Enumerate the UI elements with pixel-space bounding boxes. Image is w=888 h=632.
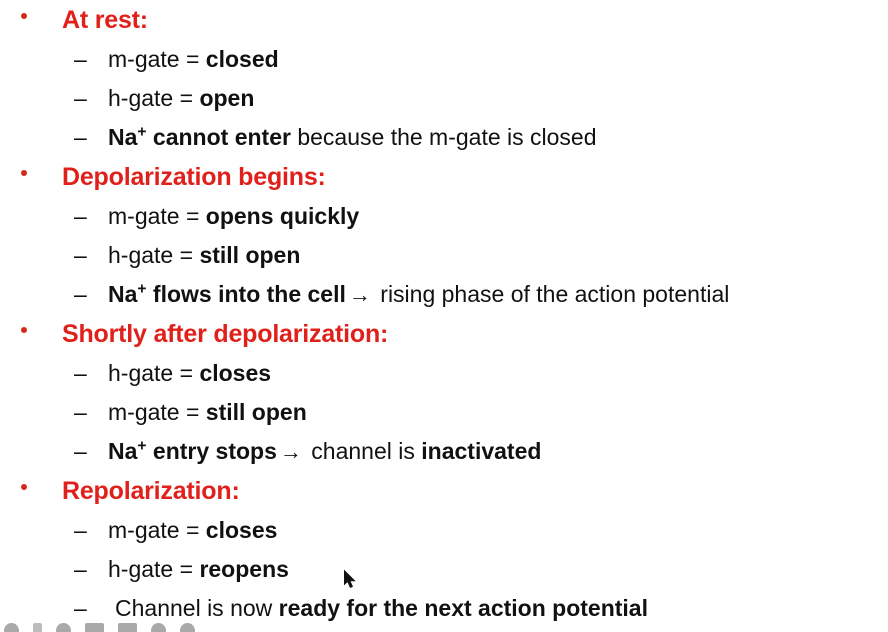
outline-sub-item: –m-gate = opens quickly (0, 197, 888, 236)
bullet-dot-icon (21, 170, 27, 176)
section-heading-text: Repolarization: (62, 477, 240, 505)
section-heading-row: At rest: (0, 0, 888, 40)
outline-section: Shortly after depolarization:–h-gate = c… (0, 314, 888, 471)
dash-bullet-icon: – (74, 203, 87, 229)
dash-bullet-icon: – (74, 360, 87, 386)
taskbar-circle-icon[interactable] (180, 623, 195, 632)
section-heading-row: Depolarization begins: (0, 157, 888, 197)
dash-bullet-icon: – (74, 399, 87, 425)
emphasis-text: ready for the next action potential (278, 595, 648, 621)
outline-sub-item: –h-gate = reopens (0, 550, 888, 589)
dash-bullet-icon: – (74, 85, 87, 111)
emphasis-text: closed (205, 46, 279, 72)
taskbar-window-icon[interactable] (85, 623, 104, 632)
sub-item-text: Channel is now ready for the next action… (115, 595, 648, 621)
dash-bullet-icon: – (74, 281, 87, 307)
outline-sub-item: –h-gate = open (0, 79, 888, 118)
dash-bullet-icon: – (74, 517, 87, 543)
outline-section: Repolarization:–m-gate = closes–h-gate =… (0, 471, 888, 628)
dash-bullet-icon: – (74, 595, 87, 621)
sub-item-text: h-gate = closes (108, 360, 272, 386)
sub-item-text: h-gate = reopens (108, 556, 289, 582)
emphasis-text: closes (199, 360, 272, 386)
outline-sub-item: – Channel is now ready for the next actio… (0, 589, 888, 628)
taskbar-icon-group (0, 623, 195, 632)
taskbar-pin-icon[interactable] (33, 623, 42, 632)
emphasis-text: still open (199, 242, 301, 268)
taskbar-strip (0, 623, 888, 632)
outline-section: Depolarization begins:–m-gate = opens qu… (0, 157, 888, 314)
bullet-dot-icon (21, 484, 27, 490)
taskbar-circle-outline-icon[interactable] (56, 623, 71, 632)
taskbar-circle-icon[interactable] (4, 623, 19, 632)
taskbar-circle-icon[interactable] (151, 623, 166, 632)
sub-item-text: Na+ cannot enter because the m-gate is c… (108, 123, 597, 150)
sub-item-text: m-gate = opens quickly (108, 203, 360, 229)
outline-sub-item: –Na+ cannot enter because the m-gate is … (0, 118, 888, 157)
emphasis-text: still open (205, 399, 307, 425)
section-heading-row: Shortly after depolarization: (0, 314, 888, 354)
sub-item-text: Na+ entry stops→ channel is inactivated (108, 437, 542, 464)
section-heading-row: Repolarization: (0, 471, 888, 511)
outline-sub-item: –m-gate = still open (0, 393, 888, 432)
emphasis-text: Na+ flows into the cell (108, 280, 346, 307)
outline-sub-item: –Na+ flows into the cell→ rising phase o… (0, 275, 888, 314)
sub-item-text: h-gate = open (108, 85, 255, 111)
emphasis-text: Na+ entry stops (108, 437, 277, 464)
outline-sub-item: –Na+ entry stops→ channel is inactivated (0, 432, 888, 471)
emphasis-text: opens quickly (205, 203, 360, 229)
sub-item-text: m-gate = closed (108, 46, 279, 72)
right-arrow-icon: → (279, 439, 302, 464)
dash-bullet-icon: – (74, 46, 87, 72)
bullet-dot-icon (21, 327, 27, 333)
emphasis-text: Na+ cannot enter (108, 123, 291, 150)
sub-item-text: m-gate = closes (108, 517, 278, 543)
superscript-plus: + (137, 123, 147, 141)
dash-bullet-icon: – (74, 438, 87, 464)
outline-section: At rest:–m-gate = closed–h-gate = open–N… (0, 0, 888, 157)
emphasis-text: reopens (199, 556, 289, 582)
outline-sub-item: –m-gate = closes (0, 511, 888, 550)
sub-item-text: h-gate = still open (108, 242, 301, 268)
right-arrow-icon: → (348, 282, 371, 307)
dash-bullet-icon: – (74, 242, 87, 268)
superscript-plus: + (137, 280, 147, 298)
outline-sub-item: –h-gate = closes (0, 354, 888, 393)
dash-bullet-icon: – (74, 124, 87, 150)
sub-item-text: Na+ flows into the cell→ rising phase of… (108, 280, 730, 307)
section-heading-text: Shortly after depolarization: (62, 320, 389, 348)
outline-sub-item: –m-gate = closed (0, 40, 888, 79)
section-heading-text: At rest: (62, 6, 148, 34)
emphasis-text: closes (205, 517, 278, 543)
emphasis-text: open (199, 85, 255, 111)
emphasis-text: inactivated (421, 438, 542, 464)
section-heading-text: Depolarization begins: (62, 163, 326, 191)
superscript-plus: + (137, 437, 147, 455)
dash-bullet-icon: – (74, 556, 87, 582)
taskbar-window-icon[interactable] (118, 623, 137, 632)
outline-sub-item: –h-gate = still open (0, 236, 888, 275)
sub-item-text: m-gate = still open (108, 399, 307, 425)
bullet-dot-icon (21, 13, 27, 19)
